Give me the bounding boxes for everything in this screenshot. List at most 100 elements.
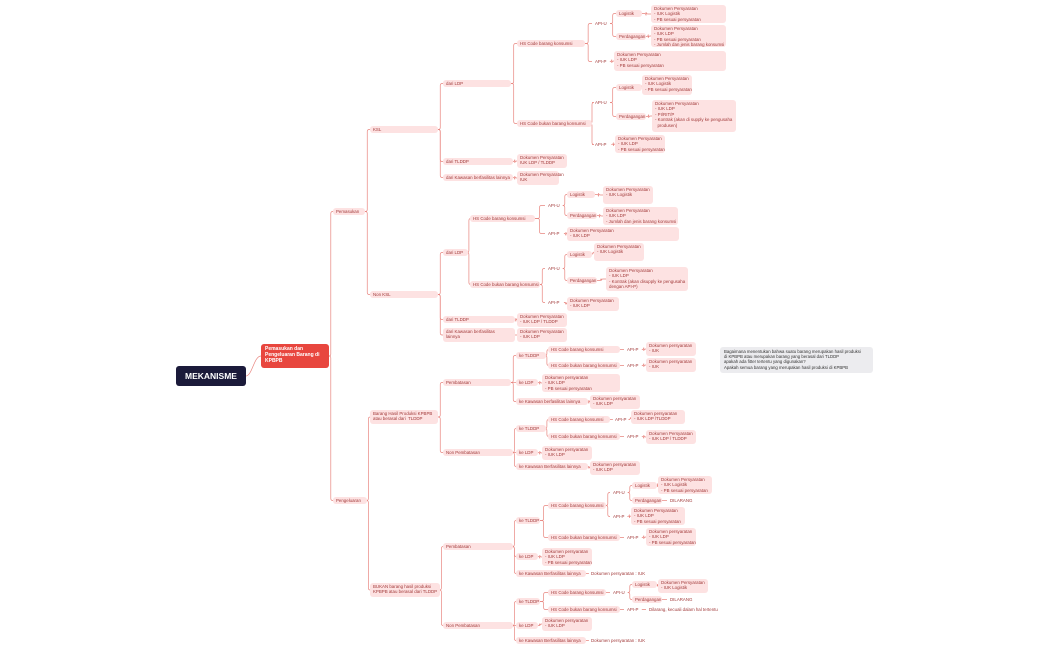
- topic-node-dokumen-persyaratan[interactable]: Dokumen Persyaratan - IUK LDP - PB sesua…: [651, 25, 726, 47]
- topic-node-dokumen-persyaratan[interactable]: Dokumen persyaratan - IUK LDP - PB sesua…: [646, 528, 696, 546]
- topic-node-dari-ldp[interactable]: dari LDP: [443, 249, 468, 256]
- topic-node-ke-ldp[interactable]: ke LDP: [516, 553, 538, 560]
- topic-node-dokumen-persyaratan[interactable]: Dokumen Persyaratan - IUK LDP / TLDDP: [517, 313, 567, 327]
- topic-node-hs-code-barang-konsumsi[interactable]: HS Code barang konsumsi: [548, 502, 606, 509]
- topic-node-dokumen-persyaratan[interactable]: Dokumen persyaratan - IUK LDP: [542, 617, 592, 631]
- topic-node-ke-ldp[interactable]: ke LDP: [516, 449, 538, 456]
- topic-node-pengeluaran[interactable]: Pengeluaran: [333, 497, 367, 504]
- topic-node-pemasukan[interactable]: Pemasukan: [333, 208, 365, 215]
- topic-node-hs-code-bukan-barang-konsumsi[interactable]: HS Code bukan barang konsumsi: [548, 606, 620, 613]
- topic-node-api-u[interactable]: API-U: [613, 590, 625, 595]
- topic-node-dokumen-persyaratan[interactable]: Dokumen Persyaratan IUK: [517, 171, 564, 185]
- topic-node-perdagangan[interactable]: Perdagangan: [567, 277, 597, 284]
- topic-node-dokumen-persyaratan[interactable]: Dokumen persyaratan - IUK LDP - PB sesua…: [542, 548, 592, 566]
- topic-node-dokumen-persyaratan[interactable]: Dokumen persyaratan - IUK LDP: [590, 395, 640, 409]
- topic-node-dokumen-persyaratan[interactable]: Dokumen persyaratan - IUK LDP: [542, 446, 592, 460]
- topic-node-bukan-barang-hasil-produksi[interactable]: BUKAN barang hasil produksi KPBPB atau b…: [370, 583, 440, 597]
- topic-node-barang-hasil-produksi-kpbpb[interactable]: Barang Hasil Produksi KPBPB atau berasal…: [370, 410, 438, 424]
- topic-node-logistik[interactable]: Logistik: [616, 10, 642, 17]
- topic-node-logistik[interactable]: Logistik: [632, 581, 657, 588]
- root-node[interactable]: MEKANISME: [176, 366, 246, 386]
- topic-node-ke-kawasan-berfasilitas-lainnya[interactable]: ke Kawasan berfasilitas lainnya: [516, 398, 588, 405]
- topic-node-dokumen-persyaratan[interactable]: Dokumen Persyaratan - IUK LDP / TLDDP: [646, 430, 696, 444]
- topic-node-dokumen-persyaratan[interactable]: Dokumen Persyaratan - IUK LDP: [567, 227, 679, 241]
- topic-node-logistik[interactable]: Logistik: [632, 482, 657, 489]
- topic-node-dokumen-persyaratan[interactable]: Dokumen Persyaratan - IUK Logistik: [658, 579, 708, 593]
- topic-node-hs-code-barang-konsumsi[interactable]: HS Code barang konsumsi: [548, 589, 606, 596]
- topic-node-ke-ldp[interactable]: ke LDP: [516, 622, 538, 629]
- topic-node-api-p[interactable]: API-P: [595, 59, 607, 64]
- topic-node-dokumen-persyaratan[interactable]: Dokumen Persyaratan - IUK LDP - PB sesua…: [615, 135, 665, 153]
- topic-node-dokumen-persyaratan[interactable]: Dokumen Persyaratan - IUK Logistik: [594, 243, 644, 261]
- topic-node-api-u[interactable]: API-U: [548, 266, 560, 271]
- topic-node-hs-code-barang-konsumsi[interactable]: HS Code barang konsumsi: [517, 40, 585, 47]
- topic-node-api-u[interactable]: API-U: [595, 21, 607, 26]
- topic-node-ke-kawasan-berfasilitas-lainnya[interactable]: ke Kawasan Berfasilitas lainnya: [516, 463, 588, 470]
- topic-node-api-u[interactable]: API-U: [548, 203, 560, 208]
- topic-node-dari-kawasan-berfasilitas[interactable]: dari Kawasan berfasilitas lainnya: [443, 328, 515, 342]
- topic-node-api-p[interactable]: API-P: [627, 363, 639, 368]
- topic-node-non-pembatasan[interactable]: Non Pembatasan: [443, 622, 513, 629]
- topic-node-dari-tlddp[interactable]: dari TLDDP: [443, 316, 515, 323]
- topic-node-perdagangan[interactable]: Perdagangan: [616, 33, 646, 40]
- topic-node-dokumen-persyaratan[interactable]: Dokumen Persyaratan - IUK LDP - Kontrak …: [606, 267, 688, 291]
- topic-node-dokumen-persyaratan[interactable]: Dokumen Persyaratan - IUK Logistik - PB …: [651, 5, 726, 23]
- topic-node-api-p[interactable]: API-P: [548, 300, 560, 305]
- topic-node-dari-kawasan-berfasilitas-lainny[interactable]: dari Kawasan berfasilitas lainnya: [443, 174, 513, 181]
- topic-node-api-p[interactable]: API-P: [613, 514, 625, 519]
- topic-node-ke-kawasan-berfasilitas-lainnya[interactable]: ke Kawasan Berfasilitas lainnya: [516, 570, 586, 577]
- topic-node-hs-code-bukan-barang-konsumsi[interactable]: HS Code bukan barang konsumsi: [548, 433, 620, 440]
- topic-node-dokumen-persyaratan[interactable]: Dokumen Persyaratan - IUK LDP: [567, 297, 619, 311]
- topic-node-non-ksl[interactable]: Non KSL: [370, 291, 438, 298]
- topic-node-api-p[interactable]: API-P: [615, 417, 627, 422]
- topic-node-logistik[interactable]: Logistik: [567, 251, 592, 258]
- topic-node-ke-tlddp[interactable]: ke TLDDP: [516, 598, 540, 605]
- topic-node-dokumen-persyaratan[interactable]: Dokumen Persyaratan - IUK LDP - PB sesua…: [614, 51, 726, 71]
- topic-node-logistik[interactable]: Logistik: [616, 84, 642, 91]
- main-topic-node[interactable]: Pemasukan dan Pengeluaran Barang di KPBP…: [261, 344, 329, 368]
- topic-node-dokumen-persyaratan[interactable]: Dokumen persyaratan - IUK: [646, 342, 696, 356]
- topic-node-api-p[interactable]: API-P: [627, 434, 639, 439]
- topic-node-hs-code-bukan-barang-konsumsi[interactable]: HS Code bukan barang konsumsi: [470, 281, 540, 288]
- topic-node-ke-tlddp[interactable]: ke TLDDP: [516, 425, 546, 432]
- topic-node-ke-tlddp[interactable]: ke TLDDP: [516, 352, 546, 359]
- topic-node-dilarang[interactable]: DILARANG: [670, 597, 693, 602]
- topic-node-pembatasan[interactable]: Pembatasan: [443, 543, 513, 550]
- topic-node-api-p[interactable]: API-P: [548, 231, 560, 236]
- topic-node-dari-ldp[interactable]: dari LDP: [443, 80, 511, 87]
- topic-node-dokumen-persyaratan[interactable]: Dokumen Persyaratan - IUK Logistik - PB …: [642, 75, 692, 95]
- topic-node-ke-tlddp[interactable]: ke TLDDP: [516, 517, 540, 524]
- topic-node-api-u[interactable]: API-U: [595, 100, 607, 105]
- topic-node-dari-tlddp[interactable]: dari TLDDP: [443, 158, 513, 165]
- topic-node-dokumen-persyaratan[interactable]: Dokumen Persyaratan - IUK Logistik - PB …: [658, 476, 712, 494]
- topic-node-logistik[interactable]: Logistik: [567, 191, 595, 198]
- topic-node-hs-code-barang-konsumsi[interactable]: HS Code barang konsumsi: [470, 215, 535, 222]
- topic-node-ksl[interactable]: KSL: [370, 126, 438, 133]
- topic-node-ke-kawasan-berfasilitas-lainnya[interactable]: ke Kawasan Berfasilitas lainnya: [516, 637, 586, 644]
- topic-node-hs-code-bukan-barang-konsumsi[interactable]: HS Code bukan barang konsumsi: [517, 120, 592, 127]
- topic-node-dokumen-persyaratan[interactable]: Dokumen Persyaratan - IUK LDP - PI/RIT/P…: [652, 100, 736, 132]
- topic-node-hs-code-barang-konsumsi[interactable]: HS Code barang konsumsi: [548, 416, 610, 423]
- topic-node-api-p[interactable]: API-P: [627, 535, 639, 540]
- topic-node-dokumen-persyaratan[interactable]: Dokumen Persyaratan - IUK LDP - Jumlah d…: [603, 207, 678, 225]
- topic-node-api-p[interactable]: API-P: [627, 607, 639, 612]
- topic-node-dokumen-persyaratan[interactable]: Dokumen persyaratan - IUK LDP /TLDDP: [631, 410, 685, 424]
- topic-node-api-u[interactable]: API-U: [613, 490, 625, 495]
- topic-node-dokumen-persyaratan[interactable]: Dokumen Persyaratan - IUK Logistik: [603, 186, 653, 204]
- topic-node-perdagangan[interactable]: Perdagangan: [616, 113, 646, 120]
- topic-node-dokumen-persyaratan[interactable]: Dokumen persyaratan - IUK: [646, 358, 696, 372]
- topic-node-perdagangan[interactable]: Perdagangan: [632, 596, 662, 603]
- topic-node-dokumen-persyaratan[interactable]: Dokumen Persyaratan - IUK LDP: [517, 328, 567, 342]
- topic-node-perdagangan[interactable]: Perdagangan: [632, 497, 662, 504]
- topic-node-perdagangan[interactable]: Perdagangan: [567, 212, 597, 219]
- topic-node-pembatasan[interactable]: Pembatasan: [443, 379, 511, 386]
- topic-node-ke-ldp[interactable]: ke LDP: [516, 379, 538, 386]
- topic-node-dokumen-persyaratan[interactable]: Dokumen Persyaratan IUK LDP / TLDDP: [517, 154, 567, 168]
- topic-node-non-pembatasan[interactable]: Non Pembatasan: [443, 449, 513, 456]
- topic-node-dokumen-persyaratan[interactable]: Dokumen persyaratan - IUK LDP - PB sesua…: [542, 374, 620, 392]
- topic-node-dokumen-persyaratan[interactable]: Dokumen Persyaratan - IUK LDP - PB sesua…: [631, 507, 685, 525]
- topic-node-dokumen-persyaratan-iuk[interactable]: Dokumen persyaratan : IUK: [591, 571, 646, 576]
- topic-node-hs-code-barang-konsumsi[interactable]: HS Code barang konsumsi: [548, 346, 620, 353]
- topic-node-dokumen-persyaratan-iuk[interactable]: Dokumen persyaratan : IUK: [591, 638, 646, 643]
- topic-node-dilarang[interactable]: DILARANG: [670, 498, 693, 503]
